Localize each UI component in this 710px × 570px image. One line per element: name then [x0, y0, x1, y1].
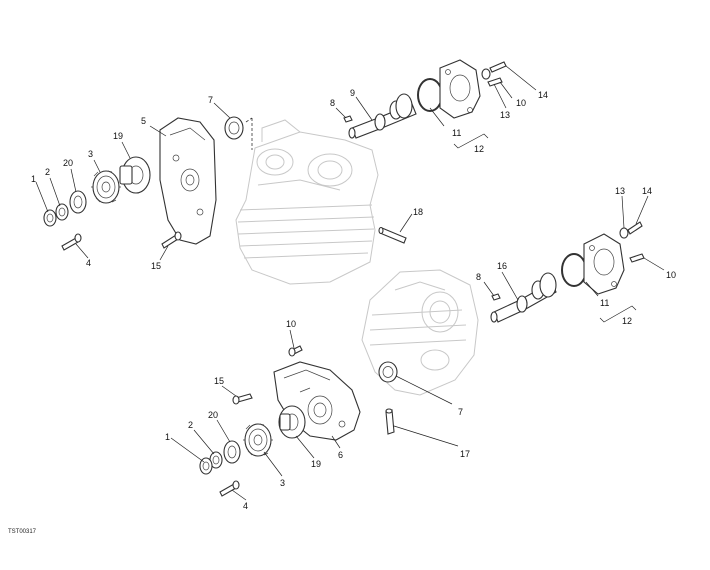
- dowel-pin-17: [385, 408, 395, 435]
- screw-10-lower: [629, 253, 645, 263]
- callout-10-lower-left: 10: [286, 319, 296, 329]
- callout-12-right: 12: [622, 316, 632, 326]
- callout-13-right: 13: [615, 186, 625, 196]
- screw-10-lower-left: [288, 345, 303, 357]
- screw-4-upper: [61, 233, 82, 251]
- callout-17: 17: [460, 449, 470, 459]
- callout-11-upper: 11: [452, 128, 461, 138]
- oil-seal-lower: [378, 361, 398, 383]
- callout-18: 18: [413, 207, 423, 217]
- upper-left-assembly: [43, 116, 253, 251]
- callout-9: 9: [350, 88, 355, 98]
- callout-8-upper: 8: [330, 98, 335, 108]
- callout-13-upper: 13: [500, 110, 510, 120]
- callout-20-lower: 20: [208, 410, 218, 420]
- screw-15-upper: [161, 231, 182, 249]
- callout-3-lower: 3: [280, 478, 285, 488]
- callout-14-upper: 14: [538, 90, 548, 100]
- callout-14-right: 14: [642, 186, 652, 196]
- callout-11-right: 11: [600, 298, 609, 308]
- callout-20-upper: 20: [63, 158, 73, 168]
- toothed-pulley-lower: [243, 423, 273, 457]
- lower-left-assembly: [199, 345, 398, 497]
- callout-4-lower: 4: [243, 501, 248, 511]
- callout-10-right: 10: [666, 270, 676, 280]
- callout-4-upper: 4: [86, 258, 91, 268]
- upper-cylinder-head: [235, 119, 379, 285]
- camshaft-lower: [490, 272, 557, 323]
- camshaft-upper: [348, 93, 417, 139]
- washer-2-upper: [55, 203, 69, 221]
- key-upper: [343, 115, 353, 123]
- o-ring-upper: [417, 78, 443, 112]
- pulley-hub-upper: [119, 156, 151, 194]
- washer-20-lower: [223, 440, 241, 464]
- pulley-hub-lower: [278, 405, 306, 439]
- callout-labels: 1 2 20 3 19 5 7 4 15 8 9 11 12 13 10 14 …: [31, 88, 676, 511]
- callout-19-lower: 19: [311, 459, 321, 469]
- callout-1-upper: 1: [31, 174, 36, 184]
- callout-6: 6: [338, 450, 343, 460]
- o-ring-lower: [561, 253, 587, 287]
- toothed-pulley-upper: [91, 170, 121, 204]
- callout-1-lower: 1: [165, 432, 170, 442]
- oil-seal-upper: [224, 116, 244, 140]
- callout-2-lower: 2: [188, 420, 193, 430]
- screw-10-upper: [487, 77, 503, 87]
- screw-4-lower: [219, 480, 240, 497]
- washer-13-lower: [619, 227, 629, 239]
- callout-12-upper: 12: [474, 144, 484, 154]
- callout-15-upper: 15: [151, 261, 161, 271]
- callout-19-upper: 19: [113, 131, 123, 141]
- callout-7-upper: 7: [208, 95, 213, 105]
- callout-15-lower: 15: [214, 376, 224, 386]
- leader-lines: [35, 65, 665, 501]
- screw-14-lower: [627, 221, 643, 235]
- cover-plate-upper: [439, 59, 481, 119]
- screw-14-upper: [489, 61, 507, 73]
- nut-lower: [199, 457, 213, 475]
- belt-cover-upper: [159, 117, 217, 245]
- callout-5: 5: [141, 116, 146, 126]
- callout-7-lower: 7: [458, 407, 463, 417]
- callout-2-upper: 2: [45, 167, 50, 177]
- callout-3-upper: 3: [88, 149, 93, 159]
- washer-13-upper: [481, 68, 491, 80]
- callout-16: 16: [497, 261, 507, 271]
- cover-plate-lower: [583, 233, 625, 295]
- reference-code: TST00317: [8, 529, 37, 535]
- washer-20-upper: [69, 190, 87, 214]
- nut-upper: [43, 209, 57, 227]
- callout-8-right: 8: [476, 272, 481, 282]
- lower-cylinder-head: [361, 269, 479, 396]
- upper-camshaft-group: [343, 59, 507, 149]
- dowel-pin-18: [378, 226, 407, 244]
- right-camshaft-group: [490, 221, 645, 323]
- callout-10-upper: 10: [516, 98, 526, 108]
